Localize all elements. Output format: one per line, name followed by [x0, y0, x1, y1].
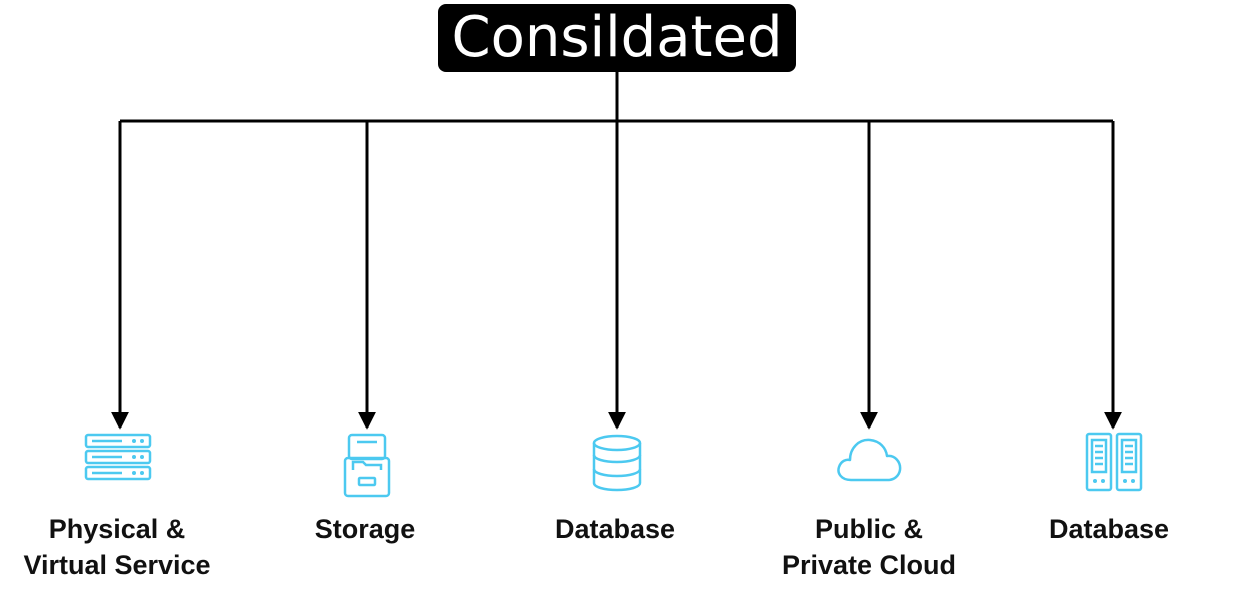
- node-label-database-1: Database: [554, 514, 676, 544]
- cloud-icon: [837, 438, 902, 482]
- storage-cabinet-icon: [343, 433, 391, 498]
- database-icon: [592, 434, 642, 492]
- root-title: Consildated: [451, 5, 783, 70]
- node-label-cloud: Public & Private Cloud: [781, 514, 957, 580]
- node-label-database-2: Database: [1048, 514, 1170, 544]
- server-rack-icon: [84, 433, 152, 481]
- node-label-storage: Storage: [314, 514, 416, 544]
- server-towers-icon: [1085, 432, 1143, 492]
- root-node: Consildated: [438, 4, 796, 72]
- node-label-physical-virtual: Physical & Virtual Service: [23, 514, 211, 580]
